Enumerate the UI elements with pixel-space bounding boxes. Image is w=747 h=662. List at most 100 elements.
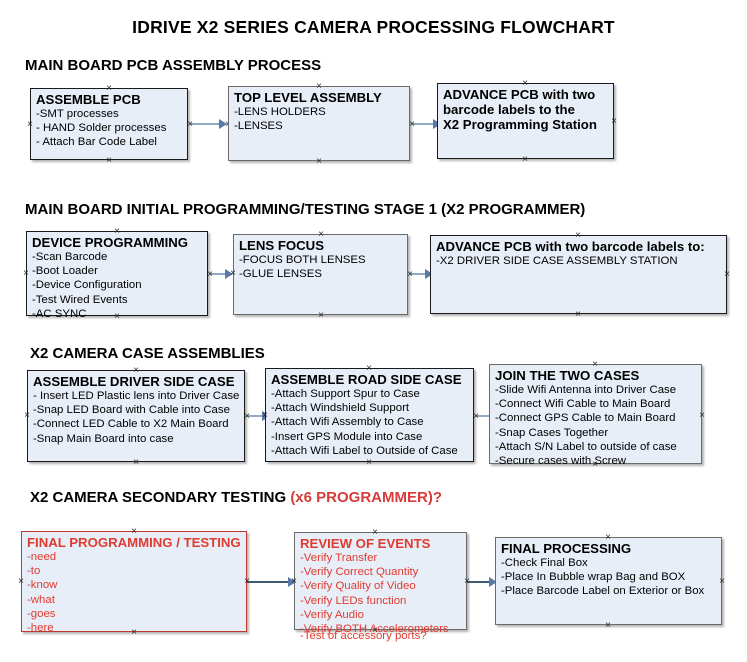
node-join-the-two-cases[interactable]: JOIN THE TWO CASES -Slide Wifi Antenna i…: [489, 364, 702, 467]
section-heading-x2-camera-secondary-testing: X2 CAMERA SECONDARY TESTING (x6 PROGRAMM…: [30, 489, 442, 506]
node-line: -Insert GPS Module into Case: [271, 430, 423, 443]
resize-handle-left[interactable]: [17, 577, 26, 586]
resize-handle-top[interactable]: [317, 230, 326, 239]
resize-handle-left[interactable]: [23, 411, 32, 420]
resize-handle-bottom[interactable]: [604, 621, 613, 630]
resize-handle-top[interactable]: [521, 79, 530, 88]
connector-assemble-pcb-to-top-level[interactable]: [190, 119, 227, 129]
connector-handle-start[interactable]: [206, 270, 215, 279]
node-advance-pcb-programming-station[interactable]: ADVANCE PCB with two barcode labels to t…: [437, 83, 614, 159]
section-heading-main-board-initial-programming: MAIN BOARD INITIAL PROGRAMMING/TESTING S…: [25, 201, 586, 218]
node-line: -Attach Wifi Assembly to Case: [271, 416, 424, 429]
connector-lens-focus-to-advance-driver[interactable]: [410, 269, 433, 279]
resize-handle-bottom[interactable]: [371, 626, 380, 635]
connector-handle-start[interactable]: [406, 270, 415, 279]
resize-handle-right[interactable]: [698, 411, 707, 420]
node-title: ASSEMBLE PCB: [36, 92, 141, 107]
node-line: -FOCUS BOTH LENSES: [239, 254, 366, 266]
resize-handle-top[interactable]: [604, 533, 613, 542]
resize-handle-top[interactable]: [574, 231, 583, 240]
node-line: -Snap Main Board into case: [33, 432, 174, 445]
resize-handle-bottom[interactable]: [315, 157, 324, 166]
node-line: - HAND Solder processes: [36, 122, 167, 135]
node-line: -Snap Cases Together: [495, 426, 609, 439]
connector-handle-start[interactable]: [243, 412, 252, 421]
node-line: -Attach S/N Label to outside of case: [495, 440, 677, 453]
node-line: -Attach Windshield Support: [271, 402, 410, 415]
resize-handle-top[interactable]: [132, 366, 141, 375]
node-final-programming-testing[interactable]: FINAL PROGRAMMING / TESTING -need -to -k…: [21, 531, 247, 634]
node-line: -Device Configuration: [32, 279, 142, 292]
section-heading-accent: (x6 PROGRAMMER)?: [290, 489, 442, 506]
node-top-level-assembly[interactable]: TOP LEVEL ASSEMBLY -LENS HOLDERS -LENSES: [228, 86, 410, 161]
resize-handle-bottom[interactable]: [365, 458, 374, 467]
connector-handle-start[interactable]: [186, 120, 195, 129]
resize-handle-bottom[interactable]: [130, 628, 139, 637]
resize-handle-left[interactable]: [26, 120, 35, 129]
resize-handle-top[interactable]: [365, 364, 374, 373]
connector-final-programming-to-review[interactable]: [247, 576, 296, 587]
node-line: -to: [27, 565, 41, 578]
page-title: IDRIVE X2 SERIES CAMERA PROCESSING FLOWC…: [132, 17, 615, 37]
connector-handle-start[interactable]: [463, 577, 472, 586]
resize-handle-bottom[interactable]: [317, 311, 326, 320]
node-title: FINAL PROCESSING: [501, 541, 632, 556]
resize-handle-left[interactable]: [22, 269, 31, 278]
node-assemble-road-side-case[interactable]: ASSEMBLE ROAD SIDE CASE -Attach Support …: [265, 368, 474, 462]
node-line: -SMT processes: [36, 108, 119, 120]
section-heading-text: X2 CAMERA SECONDARY TESTING: [30, 489, 291, 506]
resize-handle-bottom[interactable]: [132, 458, 141, 467]
node-line: -Connect GPS Cable to Main Board: [495, 412, 676, 425]
connector-handle-start[interactable]: [243, 577, 252, 586]
resize-handle-left[interactable]: [290, 577, 299, 586]
resize-handle-top[interactable]: [315, 82, 324, 91]
resize-handle-bottom[interactable]: [591, 460, 600, 469]
node-line: -goes: [27, 607, 56, 620]
connector-review-to-final-processing[interactable]: [467, 576, 497, 587]
node-assemble-pcb[interactable]: ASSEMBLE PCB -SMT processes - HAND Solde…: [30, 88, 188, 160]
resize-handle-top[interactable]: [105, 84, 114, 93]
resize-handle-top[interactable]: [113, 227, 122, 236]
resize-handle-bottom[interactable]: [105, 156, 114, 165]
node-line: -X2 DRIVER SIDE CASE ASSEMBLY STATION: [436, 255, 678, 267]
node-assemble-driver-side-case[interactable]: ASSEMBLE DRIVER SIDE CASE - Insert LED P…: [27, 370, 245, 462]
arrowhead-icon: [489, 576, 497, 587]
resize-handle-bottom[interactable]: [113, 312, 122, 321]
section-heading-x2-camera-case-assemblies: X2 CAMERA CASE ASSEMBLIES: [30, 345, 265, 362]
resize-handle-bottom[interactable]: [521, 155, 530, 164]
node-title: ASSEMBLE ROAD SIDE CASE: [271, 372, 462, 387]
resize-handle-bottom[interactable]: [574, 310, 583, 319]
node-advance-pcb-driver-side[interactable]: ADVANCE PCB with two barcode labels to: …: [430, 235, 727, 314]
node-line: -Attach Support Spur to Case: [271, 388, 420, 400]
node-line: -Verify LEDs function: [300, 594, 407, 607]
node-line: -Check Final Box: [501, 557, 588, 569]
node-line: -Verify Quality of Video: [300, 580, 416, 593]
section-heading-main-board-pcb-assembly: MAIN BOARD PCB ASSEMBLY PROCESS: [25, 57, 322, 74]
node-line: -Verify Audio: [300, 608, 364, 621]
connector-handle-start[interactable]: [408, 120, 417, 129]
resize-handle-left[interactable]: [261, 411, 270, 420]
node-lens-focus[interactable]: LENS FOCUS -FOCUS BOTH LENSES -GLUE LENS…: [233, 234, 408, 315]
node-line: - Insert LED Plastic lens into Driver Ca…: [33, 390, 240, 402]
node-title: TOP LEVEL ASSEMBLY: [234, 90, 382, 105]
node-line: -Verify Transfer: [300, 552, 378, 564]
node-line: -Connect LED Cable to X2 Main Board: [33, 418, 229, 431]
resize-handle-right[interactable]: [723, 270, 732, 279]
node-line: -Verify Correct Quantity: [300, 566, 419, 579]
resize-handle-top[interactable]: [130, 527, 139, 536]
node-line: -Boot Loader: [32, 265, 98, 278]
node-line: -Test Wired Events: [32, 293, 128, 306]
node-title: REVIEW OF EVENTS: [300, 536, 431, 551]
node-line: -AC SYNC: [32, 307, 87, 320]
resize-handle-left[interactable]: [229, 269, 238, 278]
resize-handle-right[interactable]: [610, 117, 619, 126]
resize-handle-top[interactable]: [591, 360, 600, 369]
connector-handle-start[interactable]: [472, 412, 481, 421]
resize-handle-top[interactable]: [371, 528, 380, 537]
node-line: -GLUE LENSES: [239, 268, 322, 281]
node-final-processing[interactable]: FINAL PROCESSING -Check Final Box -Place…: [495, 537, 722, 625]
node-device-programming[interactable]: DEVICE PROGRAMMING -Scan Barcode -Boot L…: [26, 231, 208, 320]
node-review-of-events[interactable]: REVIEW OF EVENTS -Verify Transfer -Verif…: [294, 532, 467, 642]
node-line: X2 Programming Station: [443, 117, 597, 132]
resize-handle-right[interactable]: [718, 577, 727, 586]
